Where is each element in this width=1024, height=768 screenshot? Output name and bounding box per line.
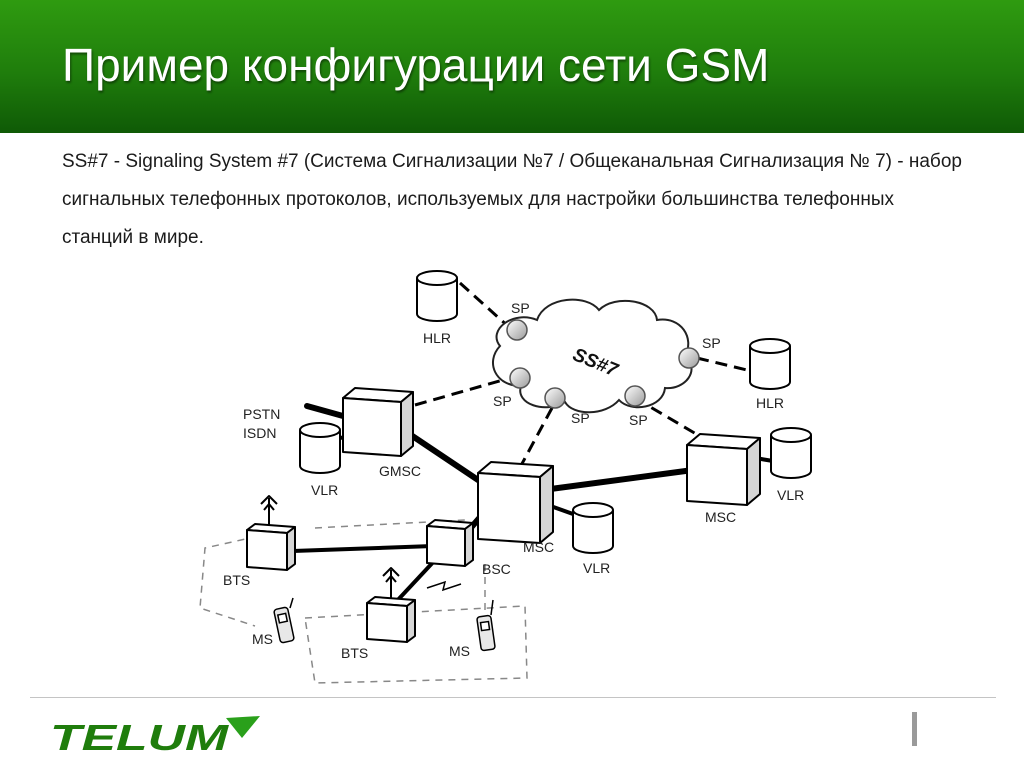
label-sp-left: SP [493,393,512,409]
label-msc-right: MSC [705,509,736,525]
gsm-network-diagram: SS#7 [199,270,812,684]
vlr-gmsc-database-icon [299,422,341,474]
vlr-center-database-icon [572,502,614,554]
footer-divider [30,697,996,698]
bsc-controller-icon [426,519,474,567]
label-bts-left: BTS [223,572,250,588]
bts-left-tower-icon [246,495,296,571]
label-sp-lower-right: SP [629,412,648,428]
vlr-right-database-icon [770,427,812,479]
label-hlr-right: HLR [756,395,784,411]
label-bts-bottom: BTS [341,645,368,661]
msc-center-switch-icon [477,461,554,544]
diagram-labels: HLR HLR SP SP SP SP SP PSTN ISDN VLR GMS… [223,300,804,661]
label-vlr-gmsc: VLR [311,482,338,498]
radio-link-icon [426,580,462,592]
hlr-right-database-icon [749,338,791,390]
label-isdn: ISDN [243,425,276,441]
label-ms-left: MS [252,631,273,647]
msc-right-switch-icon [686,433,761,506]
label-hlr-top: HLR [423,330,451,346]
ss7-cloud: SS#7 [492,298,693,414]
label-sp-center: SP [571,410,590,426]
slide-title: Пример конфигурации сети GSM [62,39,770,91]
header-bar: Пример конфигурации сети GSM [0,0,1024,133]
signaling-links [414,281,748,474]
bts-bottom-tower-icon [366,567,416,643]
label-pstn: PSTN [243,406,280,422]
hlr-top-database-icon [416,270,458,322]
label-gmsc: GMSC [379,463,421,479]
gmsc-switch-icon [342,387,414,457]
label-vlr-right: VLR [777,487,804,503]
ms-right-phone-icon [476,599,496,652]
label-msc-center: MSC [523,539,554,555]
label-ms-right: MS [449,643,470,659]
label-bsc: BSC [482,561,511,577]
label-sp-top: SP [511,300,530,316]
label-vlr-center: VLR [583,560,610,576]
slide-description: SS#7 - Signaling System #7 (Система Сигн… [62,151,962,248]
logo-text: TELUM [50,717,229,756]
page-indicator-bar [912,712,917,746]
label-sp-right: SP [702,335,721,351]
cell-boundaries [199,519,528,684]
ms-left-phone-icon [273,597,295,644]
signaling-points [506,319,700,409]
telum-logo: TELUM [50,716,260,756]
logo-check-mark-icon [226,716,260,738]
